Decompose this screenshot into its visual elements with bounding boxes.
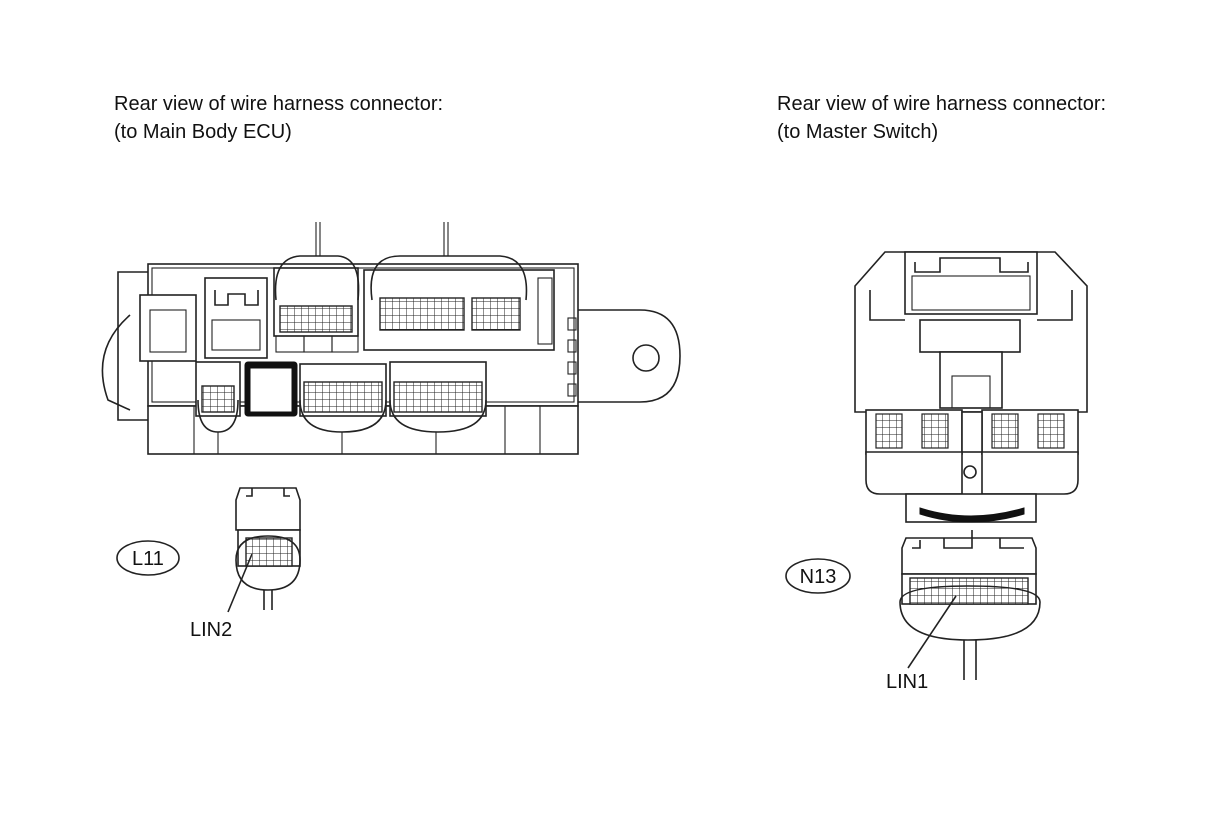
right-caption-line1: Rear view of wire harness connector:	[777, 93, 1107, 115]
lin2-pointer-line	[227, 553, 253, 613]
main-body-ecu-drawing	[101, 222, 681, 455]
n13-code-badge: N13	[785, 558, 851, 594]
left-caption-line1: Rear view of wire harness connector:	[114, 93, 444, 115]
lin1-pointer-line	[907, 595, 957, 669]
right-caption: Rear view of wire harness connector: (to…	[777, 90, 1106, 146]
l11-connector-drawing	[227, 487, 301, 613]
l11-code-badge: L11	[116, 540, 180, 576]
master-switch-drawing	[854, 251, 1088, 523]
left-caption: Rear view of wire harness connector: (to…	[114, 90, 443, 146]
left-caption-line2: (to Main Body ECU)	[114, 121, 292, 143]
right-caption-line2: (to Master Switch)	[777, 121, 939, 143]
n13-code-text: N13	[800, 566, 837, 588]
lin2-label: LIN2	[190, 619, 232, 641]
l11-code-text: L11	[132, 548, 164, 570]
n13-connector-drawing	[899, 530, 1041, 680]
lin1-label: LIN1	[886, 671, 928, 693]
